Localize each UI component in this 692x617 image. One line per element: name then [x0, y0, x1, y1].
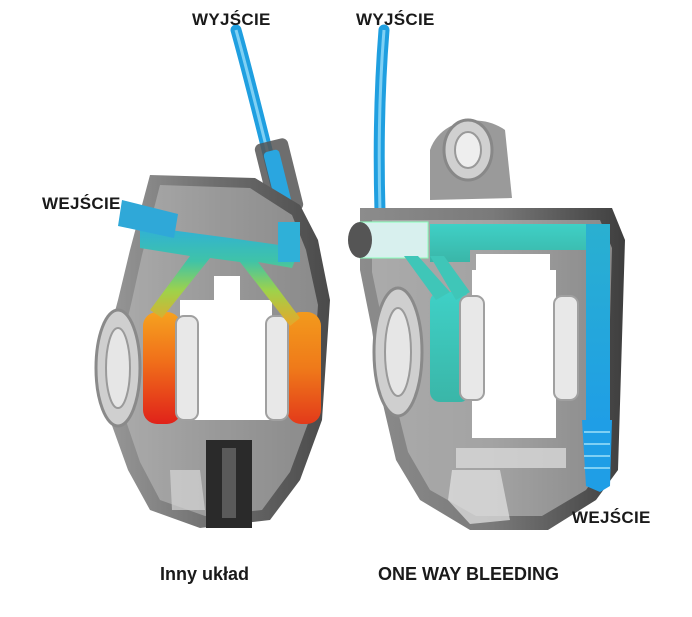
- left-fluid-channel: [140, 226, 300, 326]
- right-input-channel: [586, 224, 610, 424]
- left-caption: Inny układ: [160, 564, 250, 584]
- left-piston-a: [143, 312, 181, 424]
- left-output-label: WYJŚCIE: [192, 10, 271, 29]
- left-piston-b: [287, 312, 321, 424]
- right-pad: [456, 448, 566, 468]
- left-input-label: WEJŚCIE: [42, 194, 121, 213]
- right-input-label: WEJŚCIE: [572, 508, 651, 527]
- right-caption: ONE WAY BLEEDING: [378, 564, 560, 584]
- right-fluid-channel: [430, 224, 610, 262]
- right-output-label: WYJŚCIE: [356, 10, 435, 29]
- right-caliper: [348, 24, 625, 530]
- left-caliper: [94, 24, 330, 528]
